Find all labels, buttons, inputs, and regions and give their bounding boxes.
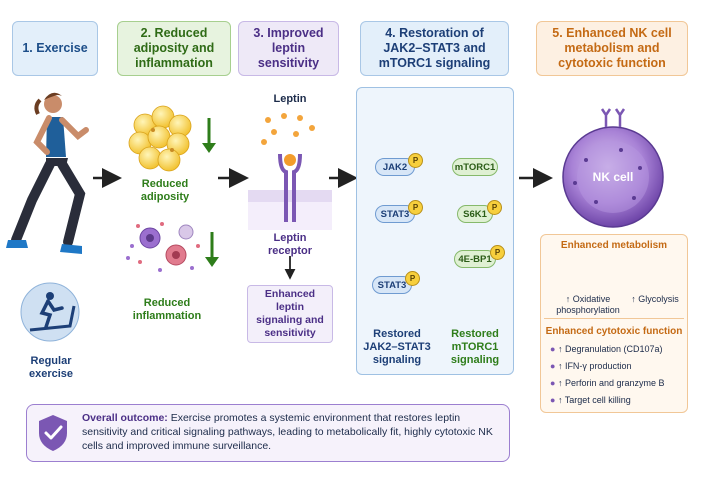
phospho-badge: P: [408, 200, 423, 215]
down-arrow-icon: [202, 118, 216, 153]
stat3-pill: STAT3: [375, 205, 415, 223]
step-5-header: 5. Enhanced NK cell metabolism and cytot…: [536, 21, 688, 76]
cytotoxic-item: ↑ Target cell killing: [557, 395, 631, 405]
phospho-badge: P: [408, 153, 423, 168]
step-3-header: 3. Improved leptin sensitivity: [238, 21, 339, 76]
bullet-icon: ●: [550, 395, 558, 405]
restored-mtorc1-label: Restored mTORC1 signaling: [450, 328, 500, 366]
panel-divider: [544, 318, 684, 319]
bullet-icon: ●: [550, 361, 558, 371]
reduced-adiposity-label: Reduced adiposity: [140, 178, 190, 203]
bullet-icon: ●: [550, 344, 558, 354]
outcome-title: Overall outcome:: [82, 412, 168, 424]
oxidative-phosphorylation-label: ↑ Oxidative phosphorylation: [556, 294, 620, 315]
list-item: ● ↑ IFN-γ production: [550, 361, 684, 372]
leptin-receptor-label: Leptin receptor: [267, 232, 313, 257]
regular-exercise-label: Regular exercise: [28, 355, 74, 380]
cytotoxic-item: ↑ Perforin and granzyme B: [557, 378, 665, 388]
phospho-badge: P: [487, 200, 502, 215]
step-4-header: 4. Restoration of JAK2–STAT3 and mTORC1 …: [360, 21, 509, 76]
enhanced-metabolism-title: Enhanced metabolism: [560, 240, 668, 251]
phospho-badge: P: [490, 245, 505, 260]
nk-cell-illustration: [562, 108, 664, 228]
list-item: ● ↑ Perforin and granzyme B: [550, 378, 684, 389]
restored-jak2-stat3-label: Restored JAK2–STAT3 signaling: [363, 328, 431, 366]
cytotoxic-item: ↑ Degranulation (CD107a): [557, 344, 663, 354]
nk-function-panel: [540, 234, 688, 413]
list-item: ● ↑ Degranulation (CD107a): [550, 344, 684, 355]
runner-illustration: [6, 92, 89, 254]
enhanced-leptin-box: Enhanced leptin signaling and sensitivit…: [247, 285, 333, 343]
leptin-title: Leptin: [273, 93, 307, 105]
cytotoxic-item: ↑ IFN-γ production: [557, 361, 632, 371]
immune-cells-illustration: [126, 222, 200, 272]
bullet-icon: ●: [550, 378, 558, 388]
leptin-molecules: [261, 113, 315, 145]
signaling-panel: [356, 87, 514, 375]
step-1-header: 1. Exercise: [12, 21, 98, 76]
step-2-header: 2. Reduced adiposity and inflammation: [117, 21, 231, 76]
outcome-body: Exercise promotes a systemic environment…: [82, 412, 493, 452]
list-item: ● ↑ Target cell killing: [550, 395, 684, 406]
fat-cells-illustration: [128, 105, 192, 172]
treadmill-icon: [20, 282, 80, 342]
phospho-badge: P: [405, 271, 420, 286]
4e-bp1-pill: 4E-BP1: [454, 250, 496, 268]
reduced-inflammation-label: Reduced inflammation: [132, 297, 202, 322]
leptin-receptor-illustration: [248, 153, 332, 280]
enhanced-cytotoxic-title: Enhanced cytotoxic function: [545, 326, 683, 337]
mtorc1-pill: mTORC1: [452, 158, 498, 176]
glycolysis-label: ↑ Glycolysis: [631, 294, 679, 304]
overall-outcome-box: [26, 404, 510, 462]
shield-check-icon: [39, 415, 67, 451]
overall-outcome-text: Overall outcome: Exercise promotes a sys…: [82, 411, 502, 453]
down-arrow-icon: [205, 232, 219, 267]
nk-cell-label: NK cell: [592, 170, 634, 184]
